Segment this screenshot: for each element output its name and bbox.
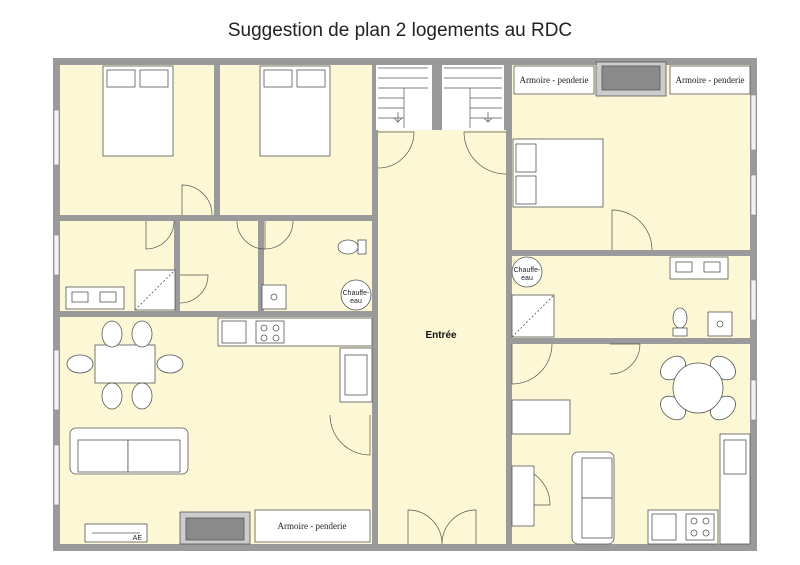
water-heater-label-right: Chauffe-eau xyxy=(514,267,541,282)
wc-left xyxy=(180,221,258,311)
water-heater-left xyxy=(340,279,372,311)
kitchen-left xyxy=(217,317,373,403)
wardrobe-label-left: Armoire - penderie xyxy=(278,521,347,531)
windows xyxy=(53,94,757,506)
wardrobes xyxy=(179,61,751,545)
sofas xyxy=(69,399,615,545)
wardrobe-label-top-a: Armoire - penderie xyxy=(520,75,589,85)
dining-left xyxy=(66,320,184,410)
fixture-label: AE xyxy=(133,535,143,542)
tv-unit-stand-right xyxy=(511,465,535,527)
staircases xyxy=(378,67,502,128)
tv-unit-right xyxy=(511,399,571,435)
wardrobe-label-top-b: Armoire - penderie xyxy=(676,75,745,85)
entrance-hall xyxy=(378,130,506,544)
dining-right xyxy=(660,355,736,421)
toilet-left xyxy=(337,239,359,255)
plan-title: Suggestion de plan 2 logements au RDC xyxy=(227,20,573,41)
entrance-label: Entrée xyxy=(425,330,457,341)
water-heater-label-left: Chauffe-eau xyxy=(343,290,370,305)
beds xyxy=(102,65,604,208)
bathroom-fixtures xyxy=(65,239,733,338)
stair-2 xyxy=(442,65,504,130)
toilet-right xyxy=(672,307,688,329)
water-heater-right xyxy=(511,256,543,288)
kitchen-right xyxy=(647,433,751,545)
